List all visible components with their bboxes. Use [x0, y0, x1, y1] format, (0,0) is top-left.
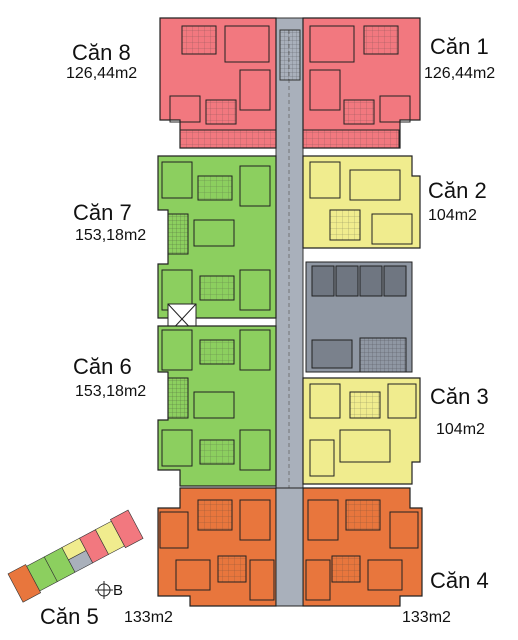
section-marker-icon [95, 581, 113, 599]
unit-name-can-3: Căn 3 [430, 384, 489, 409]
key-plan-letter: B [113, 582, 124, 599]
unit-name-can-2: Căn 2 [428, 178, 487, 203]
unit-can-5 [157, 487, 277, 607]
unit-area-can-1: 126,44m2 [424, 65, 496, 82]
unit-area-can-6: 153,18m2 [75, 383, 147, 400]
unit-name-can-1: Căn 1 [430, 34, 489, 59]
unit-can-2 [302, 155, 421, 249]
unit-can-8 [159, 17, 277, 149]
unit-can-6 [157, 325, 277, 487]
elevator-core [305, 261, 413, 373]
unit-area-can-5: 133m2 [124, 609, 173, 626]
unit-name-can-5: Căn 5 [40, 604, 99, 629]
unit-can-3 [302, 377, 421, 485]
unit-can-1 [302, 17, 421, 149]
unit-area-can-2: 104m2 [428, 207, 477, 224]
unit-name-can-4: Căn 4 [430, 568, 489, 593]
unit-can-4 [302, 487, 423, 607]
unit-area-can-4: 133m2 [402, 609, 451, 626]
unit-area-can-3: 104m2 [436, 421, 485, 438]
unit-name-can-7: Căn 7 [73, 200, 132, 225]
key-plan [7, 509, 144, 603]
unit-can-7 [157, 155, 277, 319]
unit-area-can-8: 126,44m2 [66, 65, 138, 82]
corridor [275, 17, 304, 509]
stair-top [279, 29, 301, 81]
unit-name-can-6: Căn 6 [73, 354, 132, 379]
unit-area-can-7: 153,18m2 [75, 227, 147, 244]
unit-name-can-8: Căn 8 [72, 40, 131, 65]
